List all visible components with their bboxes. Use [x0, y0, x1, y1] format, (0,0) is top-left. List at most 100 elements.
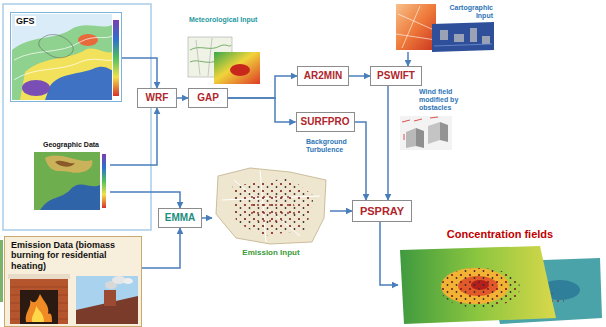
weather-map — [14, 36, 112, 60]
source-panel: Emission Data (biomass burning for resid… — [4, 236, 142, 327]
flow-arrow — [202, 217, 212, 219]
image-caption: Wind field modified by obstacles — [418, 88, 478, 112]
emission-map — [248, 190, 298, 226]
image-caption: GFS — [15, 16, 36, 26]
meteorological-maps — [188, 37, 260, 84]
wind-field-picture — [440, 122, 448, 142]
flow-arrow — [355, 122, 367, 200]
model-box: EMMA — [158, 208, 202, 228]
model-name: AR2MIN — [304, 70, 342, 82]
flow-arrow — [380, 222, 398, 285]
chimney-picture — [123, 278, 133, 284]
emission-map — [222, 170, 320, 242]
image-caption: Geographic Data — [42, 141, 100, 149]
output-image: Wind field modified by obstacles — [398, 88, 478, 150]
model-box: PSWIFT — [370, 66, 422, 86]
weather-map — [12, 14, 119, 100]
panel-frame — [3, 4, 151, 230]
model-name: GAP — [197, 92, 219, 104]
fireplace-picture — [26, 294, 52, 322]
terrain-map — [34, 152, 106, 210]
fireplace-picture — [10, 279, 68, 324]
output-image: Concentration fields — [398, 228, 602, 325]
flow-arrow — [407, 52, 409, 66]
fireplace-picture — [20, 290, 58, 324]
wind-field-picture — [402, 117, 438, 140]
fireplace-picture — [32, 306, 44, 322]
cartographic-maps — [396, 6, 436, 48]
model-box: WRF — [137, 88, 177, 108]
weather-map — [78, 34, 98, 46]
flow-arrow — [142, 228, 180, 268]
concentration-maps — [440, 268, 520, 308]
emission-map — [216, 168, 326, 244]
terrain-map — [55, 161, 75, 167]
wind-field-picture — [428, 122, 440, 144]
terrain-map — [45, 156, 92, 173]
panel-frame — [4, 236, 142, 327]
weather-map — [12, 14, 112, 100]
image-caption: Emission Data (biomass burning for resid… — [10, 240, 137, 271]
weather-map — [12, 25, 112, 100]
wind-field-picture — [400, 116, 452, 150]
model-box: AR2MIN — [297, 66, 349, 86]
cartographic-maps — [470, 28, 477, 42]
input-image: Emission Input — [212, 166, 330, 258]
weather-map — [20, 49, 112, 100]
source-image: GFS — [10, 12, 122, 102]
concentration-maps — [400, 246, 556, 324]
flow-arrow — [228, 76, 297, 98]
weather-map — [113, 20, 119, 96]
fireplace-picture — [8, 274, 70, 324]
model-box: SURFPRO — [296, 112, 355, 132]
weather-map — [22, 80, 50, 96]
weather-map — [14, 59, 112, 80]
image-caption: Meteorological Input — [188, 16, 258, 24]
image-caption: Emission Input — [241, 248, 300, 257]
connector-label: Background Turbulence — [306, 138, 362, 154]
fireplace-picture — [8, 274, 70, 279]
cartographic-maps — [440, 30, 448, 40]
meteorological-maps — [196, 38, 212, 76]
emission-map — [232, 178, 314, 236]
cartographic-maps — [482, 36, 490, 44]
concentration-maps — [400, 246, 602, 324]
model-name: EMMA — [165, 212, 196, 224]
flow-arrow — [349, 75, 370, 77]
input-image: Cartographic Input — [394, 2, 496, 52]
flow-arrow — [387, 86, 389, 200]
image-caption: Concentration fields — [446, 228, 554, 241]
model-name: WRF — [146, 92, 169, 104]
image-caption: Cartographic Input — [436, 4, 494, 20]
model-name: PSWIFT — [377, 70, 415, 82]
wind-field-picture — [406, 128, 416, 148]
model-name: PSPRAY — [360, 205, 404, 218]
flow-arrow — [110, 192, 180, 208]
terrain-map — [34, 152, 100, 210]
source-image: Geographic Data — [32, 140, 110, 212]
meteorological-maps — [190, 45, 231, 50]
chimney-picture — [76, 276, 138, 324]
cartographic-maps — [432, 22, 494, 52]
cartographic-maps — [434, 44, 492, 46]
emission-map — [216, 168, 326, 244]
flow-arrow — [330, 210, 352, 212]
cartographic-maps — [396, 4, 494, 52]
chimney-picture — [76, 276, 138, 324]
meteorological-maps — [230, 64, 250, 76]
terrain-map — [34, 152, 100, 210]
flow-arrow — [122, 58, 157, 88]
input-image: Meteorological Input — [186, 16, 262, 84]
model-box: GAP — [188, 88, 228, 108]
panel-frame — [0, 240, 3, 302]
cartographic-maps — [454, 34, 464, 42]
cartographic-maps — [396, 4, 436, 50]
wind-field-picture — [416, 128, 424, 148]
model-name: SURFPRO — [301, 116, 350, 128]
flow-arrow — [110, 108, 157, 165]
weather-map — [45, 67, 112, 100]
model-box: PSPRAY — [352, 200, 412, 222]
chimney-picture — [104, 290, 116, 306]
